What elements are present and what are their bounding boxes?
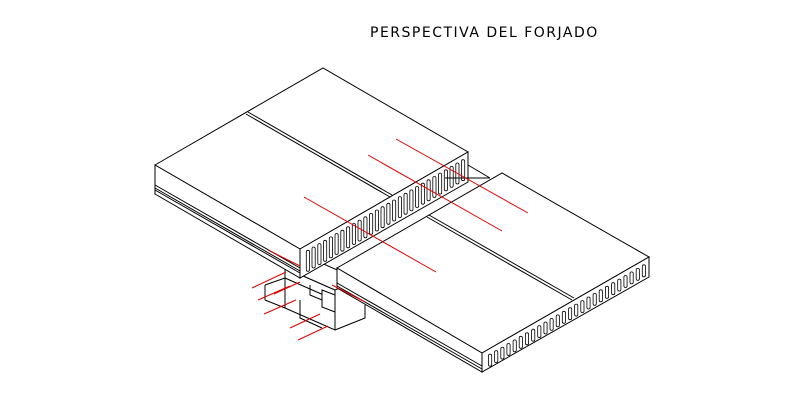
bottom-rebar-5 <box>289 313 321 329</box>
hollow-core <box>568 307 573 321</box>
hollow-core <box>488 353 493 367</box>
hollow-core <box>305 249 310 272</box>
left-slab-hollow-cores <box>305 159 466 272</box>
hollow-core <box>500 346 505 360</box>
top-rebar-1 <box>395 138 529 214</box>
connection-strip <box>445 164 491 179</box>
hollow-core <box>311 246 316 269</box>
hollow-core <box>346 226 351 249</box>
hollow-core <box>363 216 368 239</box>
hollow-core <box>432 176 437 198</box>
right-slab-hollow-cores <box>488 264 646 367</box>
hollow-core <box>438 172 443 195</box>
hollow-core <box>506 343 511 356</box>
hollow-core <box>374 209 379 232</box>
hollow-core <box>403 192 408 215</box>
hollow-core <box>574 303 579 317</box>
bottom-rebar-2 <box>257 285 291 301</box>
hollow-core <box>555 314 560 328</box>
hollow-core <box>537 325 542 339</box>
top-rebar-3 <box>303 196 437 273</box>
hollow-core <box>623 275 628 288</box>
hollow-core <box>369 212 374 235</box>
hollow-core <box>386 202 391 225</box>
slab-edge-rebar-1 <box>267 249 301 267</box>
hollow-core <box>317 243 322 266</box>
bottom-rebar-3 <box>263 299 297 315</box>
hollow-core <box>494 350 499 364</box>
hollow-core <box>340 229 345 252</box>
hollow-core <box>357 219 362 242</box>
hollow-core <box>397 196 402 219</box>
hollow-core <box>415 186 420 208</box>
hollow-core <box>629 271 634 285</box>
hollow-core <box>380 206 385 229</box>
slab-edge-rebar-2 <box>331 284 366 303</box>
hollow-core <box>592 292 597 306</box>
bottom-rebar-4 <box>273 281 301 295</box>
hollow-core <box>461 159 466 182</box>
hollow-core <box>617 278 622 292</box>
hollow-core <box>580 300 585 314</box>
hollow-core <box>525 332 530 346</box>
hollow-core <box>543 321 548 335</box>
hollow-core <box>561 310 566 324</box>
hollow-core <box>635 267 640 281</box>
hollow-core <box>420 182 425 205</box>
drawing-title: PERSPECTIVA DEL FORJADO <box>370 25 599 41</box>
hollow-core <box>392 199 397 222</box>
hollow-core <box>611 282 616 296</box>
bottom-rebar-6 <box>297 325 329 341</box>
bottom-rebar-1 <box>251 271 287 289</box>
hollow-core <box>455 162 460 185</box>
top-rebar-2 <box>367 154 503 232</box>
hollow-core <box>323 239 328 262</box>
hollow-core <box>605 285 610 299</box>
hollow-core <box>586 296 591 310</box>
hollow-core <box>512 339 517 353</box>
hollow-core <box>549 317 554 331</box>
hollow-core <box>328 236 333 259</box>
hollow-core <box>518 335 523 349</box>
hollow-core <box>449 165 454 188</box>
hollow-core <box>409 189 414 212</box>
hollow-core <box>351 223 356 245</box>
reinforcement-bars <box>251 138 529 341</box>
hollow-core <box>598 289 603 303</box>
hollow-core <box>641 264 646 278</box>
hollow-core <box>531 328 536 342</box>
hollow-core <box>443 169 448 192</box>
hollow-core <box>334 233 339 255</box>
